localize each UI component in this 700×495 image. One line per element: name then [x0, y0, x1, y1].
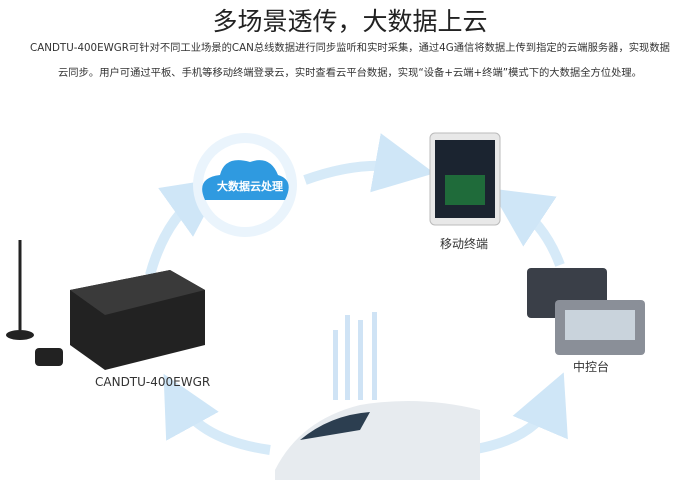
device-label: CANDTU-400EWGR [95, 375, 211, 389]
description-line-2: 云同步。用户可通过平板、手机等移动终端登录云，实时查看云平台数据，实现“设备+云… [58, 67, 642, 79]
description-line-1: CANDTU-400EWGR可针对不同工业场景的CAN总线数据进行同步监听和实时… [30, 42, 670, 54]
arrow-train-to-console [469, 372, 568, 455]
arrow-train-to-device [163, 373, 271, 455]
description: CANDTU-400EWGR可针对不同工业场景的CAN总线数据进行同步监听和实时… [20, 36, 680, 86]
console-label: 中控台 [573, 360, 610, 374]
tablet-image [429, 132, 501, 226]
cloud-label: 大数据云处理 [217, 180, 283, 193]
page-title: 多场景透传，大数据上云 [212, 7, 488, 36]
upward-arrows [333, 312, 377, 400]
arrow-console-to-mobile [490, 188, 565, 267]
arrow-cloud-to-mobile [303, 133, 435, 193]
cloud-icon [202, 160, 289, 200]
train-image [275, 401, 480, 480]
console-image [527, 268, 645, 355]
arrow-device-to-cloud [145, 177, 225, 277]
mobile-terminal-label: 移动终端 [440, 237, 489, 251]
device-image [6, 240, 205, 370]
